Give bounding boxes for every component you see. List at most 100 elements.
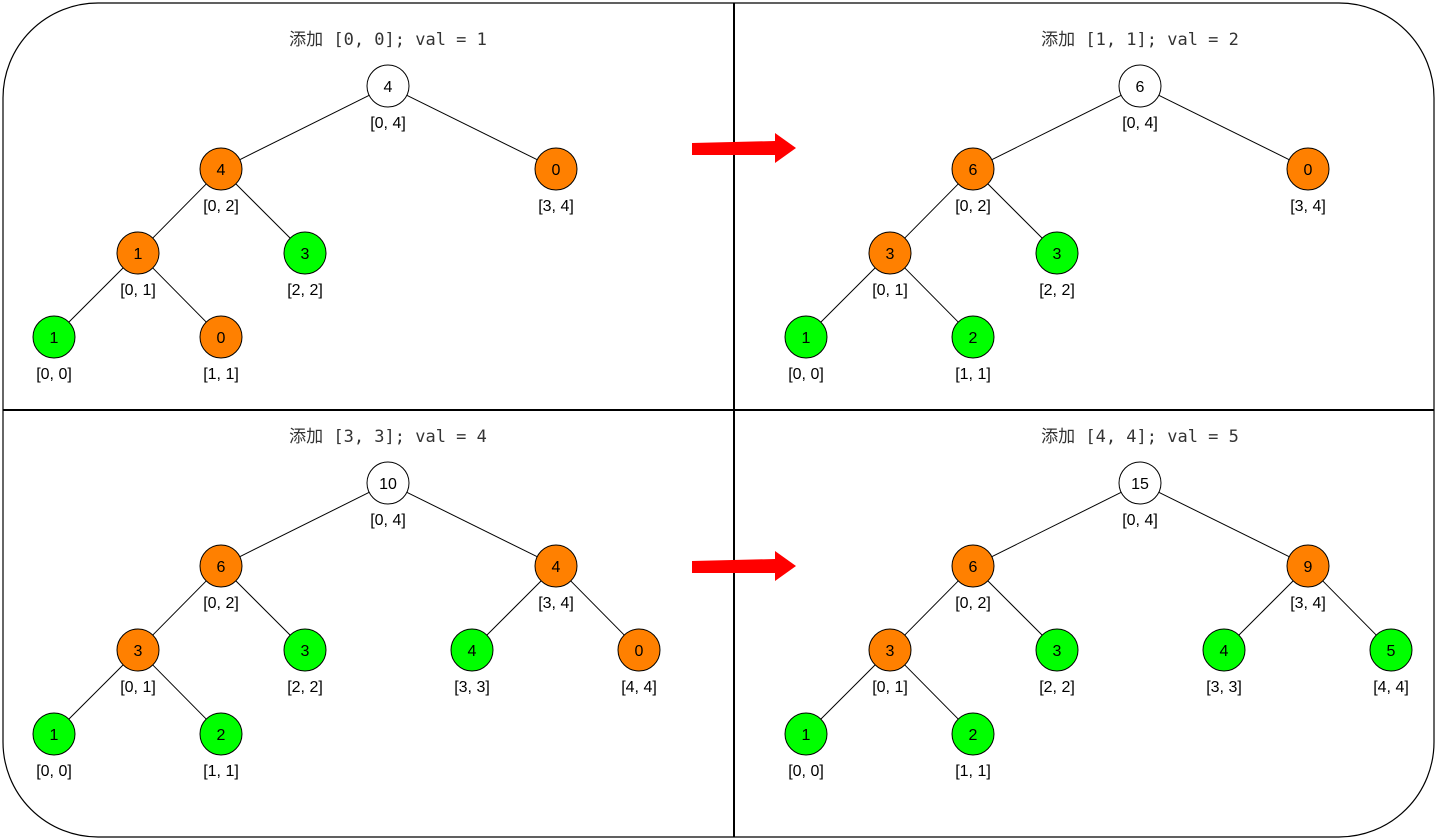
panel-title: 添加 [0, 0]; val = 1 [289, 30, 487, 50]
node-range: [0, 2] [203, 198, 239, 215]
tree-node: 0[1, 1] [199, 315, 243, 383]
node-circle [1286, 147, 1330, 191]
tree-edge [152, 580, 207, 636]
tree-node: 6[0, 2] [951, 544, 995, 612]
node-circle [1202, 628, 1246, 672]
tree-node: 3 [0, 1] [116, 628, 160, 696]
node-value: 3 [886, 246, 895, 263]
tree-node: 1[0, 0] [784, 712, 828, 780]
node-circle [199, 544, 243, 588]
node-circle [450, 628, 494, 672]
panel-step-3: 添加 [3, 3]; val = 4 10[0, 4]6[0, 2]4[3, 4… [32, 427, 661, 780]
tree-node: 6[0, 4] [1118, 64, 1162, 132]
node-value: 15 [1131, 476, 1149, 493]
node-range: [3, 3] [454, 679, 490, 696]
tree-edge [235, 183, 291, 239]
node-range: [3, 4] [1290, 198, 1326, 215]
node-circle [951, 544, 995, 588]
tree-edge [987, 580, 1043, 636]
node-range: [0, 0] [36, 366, 72, 383]
panel-title: 添加 [3, 3]; val = 4 [289, 427, 487, 447]
tree-node: 2[1, 1] [199, 712, 243, 780]
node-value: 4 [217, 162, 226, 179]
tree-node: 9[3, 4] [1286, 544, 1330, 612]
tree-node: 3[2, 2] [283, 628, 327, 696]
node-circle [951, 147, 995, 191]
node-range: [0, 4] [1122, 512, 1158, 529]
node-value: 3 [301, 246, 310, 263]
tree-edge [68, 664, 124, 720]
node-value: 0 [552, 162, 561, 179]
panel-title: 添加 [1, 1]; val = 2 [1041, 30, 1239, 50]
node-range: [3, 3] [1206, 679, 1242, 696]
tree-node: 4[3, 3] [450, 628, 494, 696]
node-circle [1035, 628, 1079, 672]
node-circle [199, 147, 243, 191]
node-range: [2, 2] [287, 282, 323, 299]
node-range: [0, 2] [203, 595, 239, 612]
node-circle [32, 315, 76, 359]
node-circle [283, 628, 327, 672]
node-value: 3 [886, 643, 895, 660]
tree-node: 1 [0, 0] [32, 712, 76, 780]
node-range: [4, 4] [621, 679, 657, 696]
node-value: 5 [1387, 643, 1396, 660]
node-value: 4 [552, 559, 561, 576]
node-value: 6 [217, 559, 226, 576]
node-range: [2, 2] [1039, 282, 1075, 299]
node-circle [199, 315, 243, 359]
tree-edge [904, 580, 959, 636]
node-value: 3 [134, 643, 143, 660]
arrow-bottom [692, 551, 796, 581]
tree-node: 6[0, 2] [951, 147, 995, 215]
tree-node: 3[0, 1] [868, 628, 912, 696]
tree-node: 3[2, 2] [1035, 628, 1079, 696]
node-range: [0, 1] [120, 282, 156, 299]
node-range: [0, 0] [788, 366, 824, 383]
tree-node: 0[4, 4] [617, 628, 661, 696]
node-range: [0, 4] [1122, 115, 1158, 132]
node-value: 1 [802, 727, 811, 744]
node-range: [1, 1] [955, 366, 991, 383]
node-circle [1035, 231, 1079, 275]
node-value: 4 [1220, 643, 1229, 660]
node-circle [366, 64, 410, 108]
tree-edge [239, 491, 370, 558]
node-circle [868, 231, 912, 275]
node-circle [1118, 64, 1162, 108]
tree-edge [406, 491, 538, 558]
node-value: 1 [50, 727, 59, 744]
red-arrow-icon [692, 133, 796, 163]
tree-node: 1[0, 0] [784, 315, 828, 383]
tree-edge [904, 664, 959, 720]
tree-edge [152, 183, 207, 239]
tree-edge [991, 94, 1122, 161]
tree-edge [486, 580, 542, 636]
tree-node: 3 [2, 2] [283, 231, 327, 299]
tree-node: 1[0, 1] [116, 231, 160, 299]
tree-node: 4 [3, 4] [534, 544, 578, 612]
node-range: [3, 4] [538, 595, 574, 612]
node-circle [951, 315, 995, 359]
panel-step-1: 添加 [0, 0]; val = 1 4[0, 4]4[0, 2]0[3, 4]… [32, 30, 578, 383]
node-value: 1 [50, 330, 59, 347]
node-value: 10 [379, 476, 397, 493]
node-range: [0, 0] [36, 763, 72, 780]
node-range: [0, 1] [120, 679, 156, 696]
node-value: 0 [1304, 162, 1313, 179]
node-circle [283, 231, 327, 275]
tree-edge [820, 267, 876, 323]
node-circle [784, 315, 828, 359]
tree-edge [406, 94, 538, 161]
red-arrow-icon [692, 551, 796, 581]
tree-node: 1 [0, 0] [32, 315, 76, 383]
node-circle [1369, 628, 1413, 672]
node-range: [0, 2] [955, 198, 991, 215]
node-circle [534, 544, 578, 588]
node-value: 2 [969, 330, 978, 347]
tree-edge [570, 580, 625, 636]
tree-edge [991, 491, 1122, 558]
node-range: [0, 2] [955, 595, 991, 612]
node-value: 0 [217, 330, 226, 347]
